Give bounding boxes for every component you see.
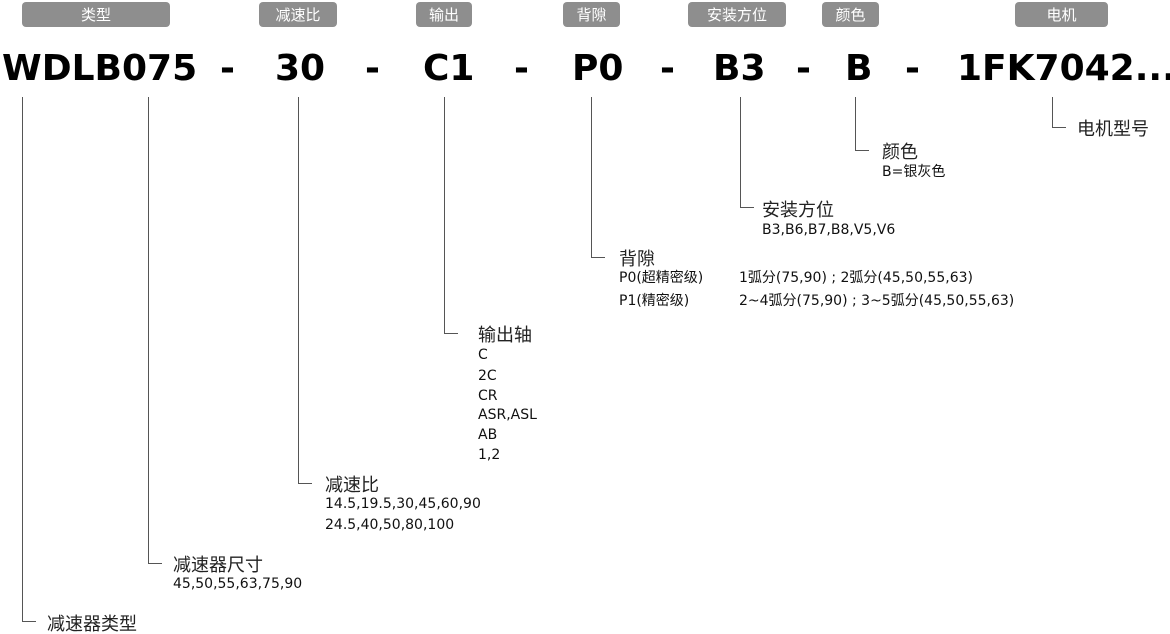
size-values: 45,50,55,63,75,90 — [173, 576, 303, 592]
output-value: C — [478, 347, 488, 363]
connector-line — [591, 97, 592, 257]
ratio-label: 减速比 — [325, 475, 379, 496]
connector-line — [855, 97, 856, 150]
color-values: B=银灰色 — [882, 164, 946, 180]
code-ratio: 30 — [275, 48, 326, 89]
code-backlash: P0 — [572, 48, 624, 89]
badge-mount: 安装方位 — [688, 2, 786, 27]
badge-ratio: 减速比 — [259, 2, 337, 27]
code-dash: - — [365, 48, 380, 89]
code-dash: - — [220, 48, 235, 89]
connector-line — [148, 563, 162, 564]
backlash-label: 背隙 — [619, 249, 655, 270]
connector-line — [22, 97, 23, 621]
connector-line — [740, 207, 754, 208]
connector-line — [855, 150, 869, 151]
ratio-values: 14.5,19.5,30,45,60,90 — [325, 496, 481, 512]
connector-line — [591, 257, 605, 258]
badge-backlash: 背隙 — [563, 2, 620, 27]
code-output: C1 — [423, 48, 475, 89]
connector-line — [740, 97, 741, 207]
connector-line — [1052, 97, 1053, 127]
code-dash: - — [796, 48, 811, 89]
code-type: WDLB075 — [2, 48, 198, 89]
badge-motor: 电机 — [1015, 2, 1108, 27]
mount-label: 安装方位 — [762, 200, 834, 221]
output-value: CR — [478, 388, 498, 404]
ratio-values: 24.5,40,50,80,100 — [325, 517, 455, 533]
connector-line — [298, 483, 312, 484]
type-label: 减速器类型 — [47, 614, 137, 634]
badge-output: 输出 — [416, 2, 472, 27]
code-motor: 1FK7042... — [957, 48, 1170, 89]
code-dash: - — [905, 48, 920, 89]
output-value: ASR,ASL — [478, 407, 537, 423]
badge-type: 类型 — [22, 2, 170, 27]
motor-label: 电机型号 — [1077, 119, 1149, 140]
connector-line — [298, 97, 299, 483]
backlash-value: 2~4弧分(75,90) ; 3~5弧分(45,50,55,63) — [739, 293, 1015, 309]
mount-values: B3,B6,B7,B8,V5,V6 — [762, 222, 896, 238]
connector-line — [1052, 127, 1066, 128]
output-label: 输出轴 — [478, 325, 532, 346]
size-label: 减速器尺寸 — [173, 555, 263, 576]
output-value: AB — [478, 427, 498, 443]
code-mount: B3 — [713, 48, 766, 89]
code-color: B — [845, 48, 873, 89]
code-dash: - — [660, 48, 675, 89]
backlash-grade: P1(精密级) — [619, 293, 690, 309]
connector-line — [444, 333, 458, 334]
connector-line — [444, 97, 445, 333]
output-value: 1,2 — [478, 447, 501, 463]
badge-color: 颜色 — [822, 2, 879, 27]
connector-line — [22, 621, 36, 622]
output-value: 2C — [478, 368, 497, 384]
code-dash: - — [514, 48, 529, 89]
color-label: 颜色 — [882, 142, 918, 163]
backlash-value: 1弧分(75,90) ; 2弧分(45,50,55,63) — [739, 270, 973, 286]
connector-line — [148, 97, 149, 563]
backlash-grade: P0(超精密级) — [619, 270, 704, 286]
